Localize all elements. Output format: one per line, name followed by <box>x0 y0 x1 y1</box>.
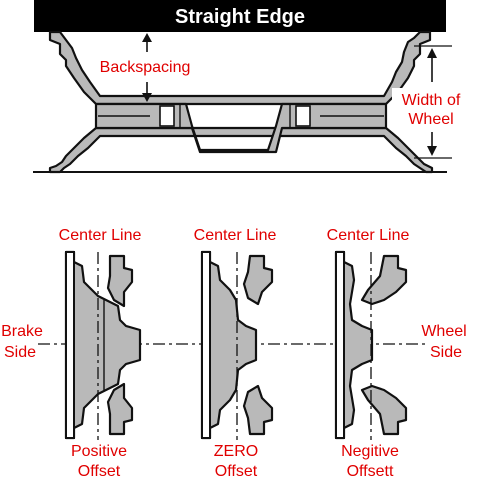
wheel-2-profile <box>200 250 258 440</box>
width-of-wheel-label-2: Wheel <box>408 111 453 128</box>
straight-edge-label: Straight Edge <box>175 6 305 28</box>
wheel-zero-offset: Center Line ZERO Offset <box>194 227 277 480</box>
wheel-3-offset-label-2: Offsett <box>347 463 394 480</box>
wheel-width-arrow <box>414 45 452 159</box>
backspacing-arrow <box>142 33 152 102</box>
backspacing-diagram: Straight Edge Backspacing <box>33 0 470 174</box>
offset-diagram: Brake Side Wheel Side Center Line Positi… <box>1 227 467 480</box>
wheel-positive-offset: Center Line Positive Offset <box>59 227 142 480</box>
width-label-bg <box>392 88 470 130</box>
brake-side-label-1: Brake <box>1 323 43 340</box>
wheel-1-offset-label-2: Offset <box>78 463 121 480</box>
wheel-side-label-1: Wheel <box>421 323 466 340</box>
wheel-3-rim <box>360 254 408 436</box>
width-of-wheel-label-1: Width of <box>402 92 461 109</box>
wheel-1-rim <box>106 254 134 436</box>
backspacing-label: Backspacing <box>100 59 191 76</box>
bolt-hole-left <box>159 105 175 127</box>
wheel-cross-section <box>48 30 434 174</box>
bolt-hole-right <box>295 105 311 127</box>
wheel-3-center-label: Center Line <box>327 227 410 244</box>
wheel-1-profile <box>64 250 142 440</box>
wheel-2-offset-label-2: Offset <box>215 463 258 480</box>
lower-rim <box>48 126 434 174</box>
wheel-2-rim <box>242 254 274 436</box>
wheel-1-center-label: Center Line <box>59 227 142 244</box>
wheel-negative-offset: Center Line Negitive Offsett <box>327 227 410 480</box>
brake-side-label-2: Side <box>4 344 36 361</box>
straight-edge-bar <box>34 0 446 32</box>
wheel-side-label-2: Side <box>430 344 462 361</box>
wheel-2-center-label: Center Line <box>194 227 277 244</box>
wheel-2-offset-label-1: ZERO <box>214 443 258 460</box>
wheel-1-offset-label-1: Positive <box>71 443 127 460</box>
wheel-3-offset-label-1: Negitive <box>341 443 399 460</box>
